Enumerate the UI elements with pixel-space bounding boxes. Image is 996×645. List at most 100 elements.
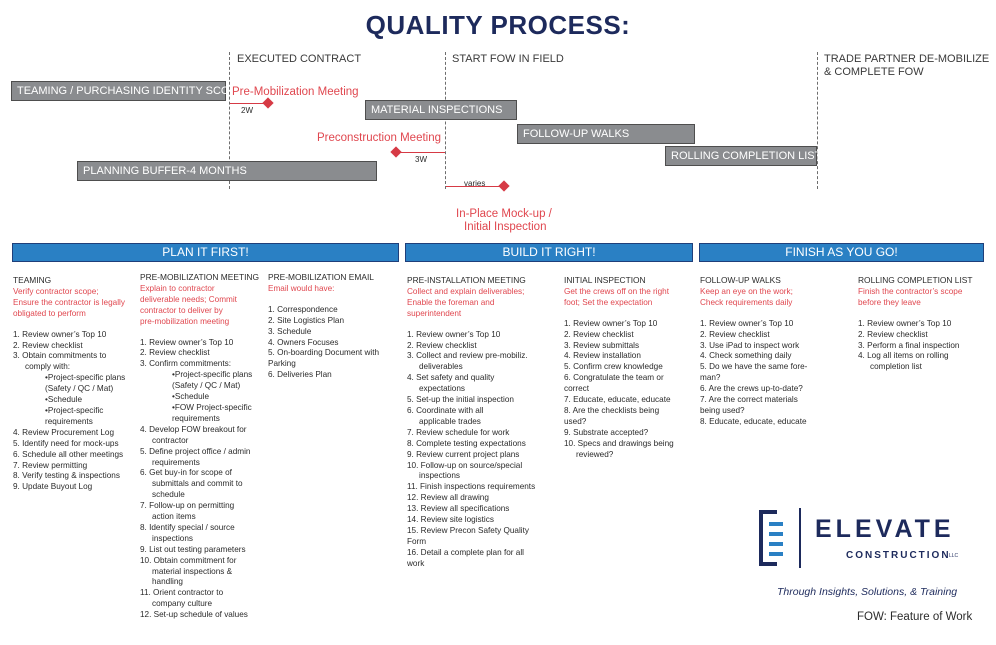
- list-item: 3. Review submittals: [564, 340, 640, 350]
- premob-diamond-icon: [262, 97, 274, 109]
- list-item: contractor: [152, 435, 189, 445]
- list-item: 1. Review owner’s Top 10: [140, 337, 234, 347]
- list-item: 3. Obtain commitments to: [13, 351, 107, 361]
- list-item: 1. Review owner’s Top 10: [700, 318, 794, 328]
- intro-line: Collect and explain deliverables;: [407, 286, 525, 296]
- list-item: 10. Obtain commitment for: [140, 555, 237, 565]
- intro-line: obligated to perform: [13, 308, 86, 318]
- list-item: 9. Substrate accepted?: [564, 427, 649, 437]
- milestone-precon-label: Preconstruction Meeting: [317, 132, 442, 144]
- list-item: 13. Review all specifications: [407, 504, 510, 514]
- list-item: •Project-specific plans: [45, 373, 126, 383]
- list-item: 2. Review checklist: [13, 340, 83, 350]
- column-intro: Keep an eye on the work;Check requiremen…: [700, 287, 830, 309]
- list-item: 7. Review permitting: [13, 460, 88, 470]
- list-item: •Schedule: [172, 392, 210, 402]
- list-item: 2. Review checklist: [564, 329, 634, 339]
- phase-label-demobilize-1: TRADE PARTNER DE-MOBILIZE: [824, 53, 990, 65]
- list-item: 6. Are the crews up-to-date?: [700, 384, 803, 394]
- list-item: 1. Review owner’s Top 10: [407, 329, 501, 339]
- bar-teaming: TEAMING / PURCHASING IDENTITY SCOPE: [11, 81, 244, 101]
- list-item: inspections: [152, 533, 193, 543]
- list-item: used?: [564, 416, 587, 426]
- list-item: 2. Review checklist: [140, 348, 210, 358]
- list-item: 8. Verify testing & inspections: [13, 471, 120, 481]
- list-item: requirements: [172, 413, 220, 423]
- phase-label-start-fow: START FOW IN FIELD: [452, 53, 564, 65]
- list-item: 12. Set-up schedule of values: [140, 610, 248, 620]
- list-item: 16. Detail a complete plan for all: [407, 547, 524, 557]
- page-title: QUALITY PROCESS:: [365, 10, 631, 40]
- list-item: correct: [564, 384, 590, 394]
- list-item: 8. Complete testing expectations: [407, 438, 526, 448]
- precon-duration-line: [400, 152, 445, 153]
- list-item: requirements: [45, 416, 93, 426]
- intro-line: Check requirements daily: [700, 297, 793, 307]
- list-item: 4. Review installation: [564, 351, 641, 361]
- intro-line: pre-mobilization meeting: [140, 316, 230, 326]
- bar-material-inspections: MATERIAL INSPECTIONS: [365, 100, 517, 120]
- list-item: handling: [152, 577, 183, 587]
- list-item: submittals and commit to: [152, 479, 243, 489]
- intro-line: Explain to contractor: [140, 283, 215, 293]
- intro-line: Email would have:: [268, 283, 335, 293]
- intro-line: foot; Set the expectation: [564, 297, 653, 307]
- intro-line: Finish the contractor’s scope: [858, 286, 963, 296]
- list-item: 8. Educate, educate, educate: [700, 416, 807, 426]
- list-item: 2. Review checklist: [858, 329, 928, 339]
- list-item: comply with:: [25, 362, 71, 372]
- list-item: 10. Specs and drawings being: [564, 438, 674, 448]
- logo-llc: LLC: [949, 553, 959, 559]
- phase-label-demobilize-2: & COMPLETE FOW: [824, 66, 924, 78]
- list-item: (Safety / QC / Mat): [172, 381, 241, 391]
- column-intro: Verify contractor scope;Ensure the contr…: [13, 287, 138, 320]
- list-item: •Project-specific: [45, 405, 104, 415]
- phase-line-demobilize: [817, 52, 818, 189]
- list-item: Parking: [268, 359, 296, 369]
- intro-line: Enable the foreman and: [407, 297, 495, 307]
- list-item: 5. Define project office / admin: [140, 446, 251, 456]
- list-item: 6. Congratulate the team or: [564, 373, 664, 383]
- intro-line: contractor to deliver by: [140, 305, 223, 315]
- list-item: 3. Perform a final inspection: [858, 340, 960, 350]
- list-item: deliverables: [419, 362, 463, 372]
- column-title: PRE-MOBILIZATION MEETING: [140, 272, 259, 282]
- list-item: 6. Schedule all other meetings: [13, 449, 124, 459]
- list-item: 1. Review owner’s Top 10: [13, 329, 107, 339]
- list-item: 4. Log all items on rolling: [858, 351, 949, 361]
- list-item: being used?: [700, 405, 745, 415]
- column-intro: Collect and explain deliverables;Enable …: [407, 287, 557, 320]
- premob-duration-line: [230, 103, 266, 104]
- list-item: 5. Confirm crew knowledge: [564, 362, 663, 372]
- list-item: (Safety / QC / Mat): [45, 384, 114, 394]
- list-item: 9. List out testing parameters: [140, 544, 246, 554]
- column-title: PRE-INSTALLATION MEETING: [407, 275, 526, 285]
- list-item: 2. Review checklist: [700, 329, 770, 339]
- list-item: work: [407, 558, 425, 568]
- footnote-fow: FOW: Feature of Work: [857, 611, 973, 623]
- list-item: 8. Are the checklists being: [564, 405, 660, 415]
- section-build-it-right: BUILD IT RIGHT!: [405, 243, 693, 262]
- section-finish-as-you-go: FINISH AS YOU GO!: [699, 243, 984, 262]
- column-title: PRE-MOBILIZATION EMAIL: [268, 272, 374, 282]
- list-item: 7. Follow-up on permitting: [140, 501, 235, 511]
- list-item: applicable trades: [419, 416, 481, 426]
- list-item: 9. Review current project plans: [407, 449, 520, 459]
- list-item: 4. Owners Focuses: [268, 337, 339, 347]
- phase-label-executed: EXECUTED CONTRACT: [237, 53, 362, 65]
- list-item: 9. Update Buyout Log: [13, 482, 93, 492]
- list-item: action items: [152, 512, 196, 522]
- elevate-logo-icon: [759, 508, 801, 568]
- list-item: •Schedule: [45, 395, 83, 405]
- intro-line: Verify contractor scope;: [13, 286, 99, 296]
- precon-duration: 3W: [415, 155, 427, 164]
- list-item: company culture: [152, 599, 213, 609]
- list-item: 4. Check something daily: [700, 351, 792, 361]
- list-item: 2. Review checklist: [407, 340, 477, 350]
